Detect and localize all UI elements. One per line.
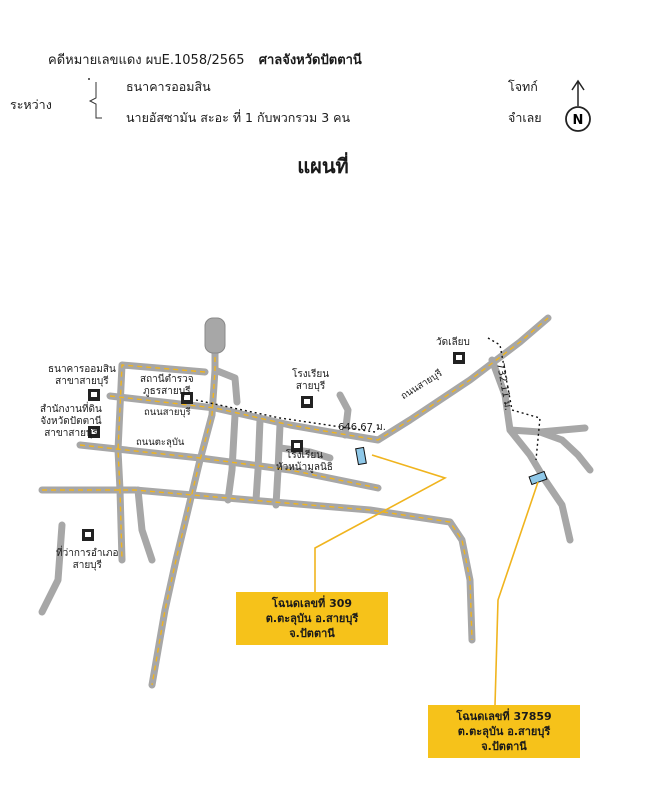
callout-deed-37859-line2: ต.ตะลุบัน อ.สายบุรี จ.ปัตตานี bbox=[457, 725, 551, 753]
callout-deed-309-line1: โฉนดเลขที่ 309 bbox=[271, 597, 353, 610]
callout-deed-309: โฉนดเลขที่ 309 ต.ตะลุบัน อ.สายบุรี จ.ปัต… bbox=[236, 592, 388, 645]
map-title: แผนที่ bbox=[297, 154, 349, 178]
road-diag-s bbox=[134, 486, 156, 564]
label-gsb-branch: ธนาคารออมสินสาขาสายบุรี bbox=[48, 364, 116, 387]
label-temple: วัดเลียบ bbox=[436, 337, 470, 348]
distance-line-309 bbox=[195, 399, 376, 433]
plaintiff-name: ธนาคารออมสิน bbox=[126, 79, 211, 94]
road-east bbox=[488, 356, 574, 544]
road-cross-2 bbox=[252, 416, 264, 504]
parcel-309 bbox=[355, 446, 367, 466]
case-number: คดีหมายเลขแดง ผบE.1058/2565 bbox=[48, 53, 245, 68]
callout-deed-37859: โฉนดเลขที่ 37859 ต.ตะลุบัน อ.สายบุรี จ.ป… bbox=[428, 705, 580, 758]
distance-label-646: 646.67 ม. bbox=[338, 422, 386, 433]
label-school-saiburi: โรงเรียนสายบุรี bbox=[292, 369, 330, 392]
north-letter: N bbox=[573, 113, 584, 128]
defendant-name: นายอัสซามัน สะอะ ที่ 1 กับพวกรวม 3 คน bbox=[126, 110, 351, 125]
plaintiff-role: โจทก์ bbox=[508, 79, 538, 94]
callout-line-309 bbox=[314, 454, 448, 593]
road-centerlines bbox=[42, 317, 549, 686]
between-label: ระหว่าง bbox=[10, 97, 52, 112]
road-cross-3 bbox=[272, 421, 284, 509]
road-label-talubun: ถนนตะลุบัน bbox=[136, 437, 185, 448]
road-cross-1 bbox=[224, 411, 239, 504]
label-police-station: สถานีตำรวจภูธรสายบุรี bbox=[140, 374, 194, 397]
road-label-saiburi: ถนนสายบุรี bbox=[144, 407, 191, 418]
north-junction-block bbox=[204, 317, 226, 354]
callout-deed-309-line2: ต.ตะลุบัน อ.สายบุรี จ.ปัตตานี bbox=[265, 612, 359, 640]
building-icon bbox=[82, 352, 465, 541]
case-header: คดีหมายเลขแดง ผบE.1058/2565 ศาลจังหวัดปั… bbox=[48, 49, 362, 70]
road-cross-4 bbox=[336, 391, 352, 439]
road-east-branch2 bbox=[536, 424, 589, 436]
road-school bbox=[276, 444, 334, 462]
callout-deed-37859-line1: โฉนดเลขที่ 37859 bbox=[456, 710, 552, 723]
defendant-role: จำเลย bbox=[508, 110, 542, 125]
road-sw bbox=[38, 521, 66, 616]
label-district-office: ที่ว่าการอำเภอสายบุรี bbox=[56, 548, 119, 571]
label-land-office: สำนักงานที่ดินจังหวัดปัตตานีสาขาสายบุรี bbox=[40, 404, 102, 439]
parcel-37859 bbox=[528, 470, 548, 486]
north-arrow-icon: N bbox=[565, 79, 591, 132]
between-brace bbox=[88, 82, 102, 119]
callout-line-37859 bbox=[494, 481, 539, 706]
brace-dot bbox=[88, 78, 90, 80]
court-name: ศาลจังหวัดปัตตานี bbox=[258, 53, 362, 68]
label-school-huamuang: โรงเรียนหัวหน้ามูลนิธิ bbox=[276, 450, 333, 473]
road-east-branch bbox=[506, 426, 594, 474]
road-loop-top bbox=[211, 366, 241, 406]
